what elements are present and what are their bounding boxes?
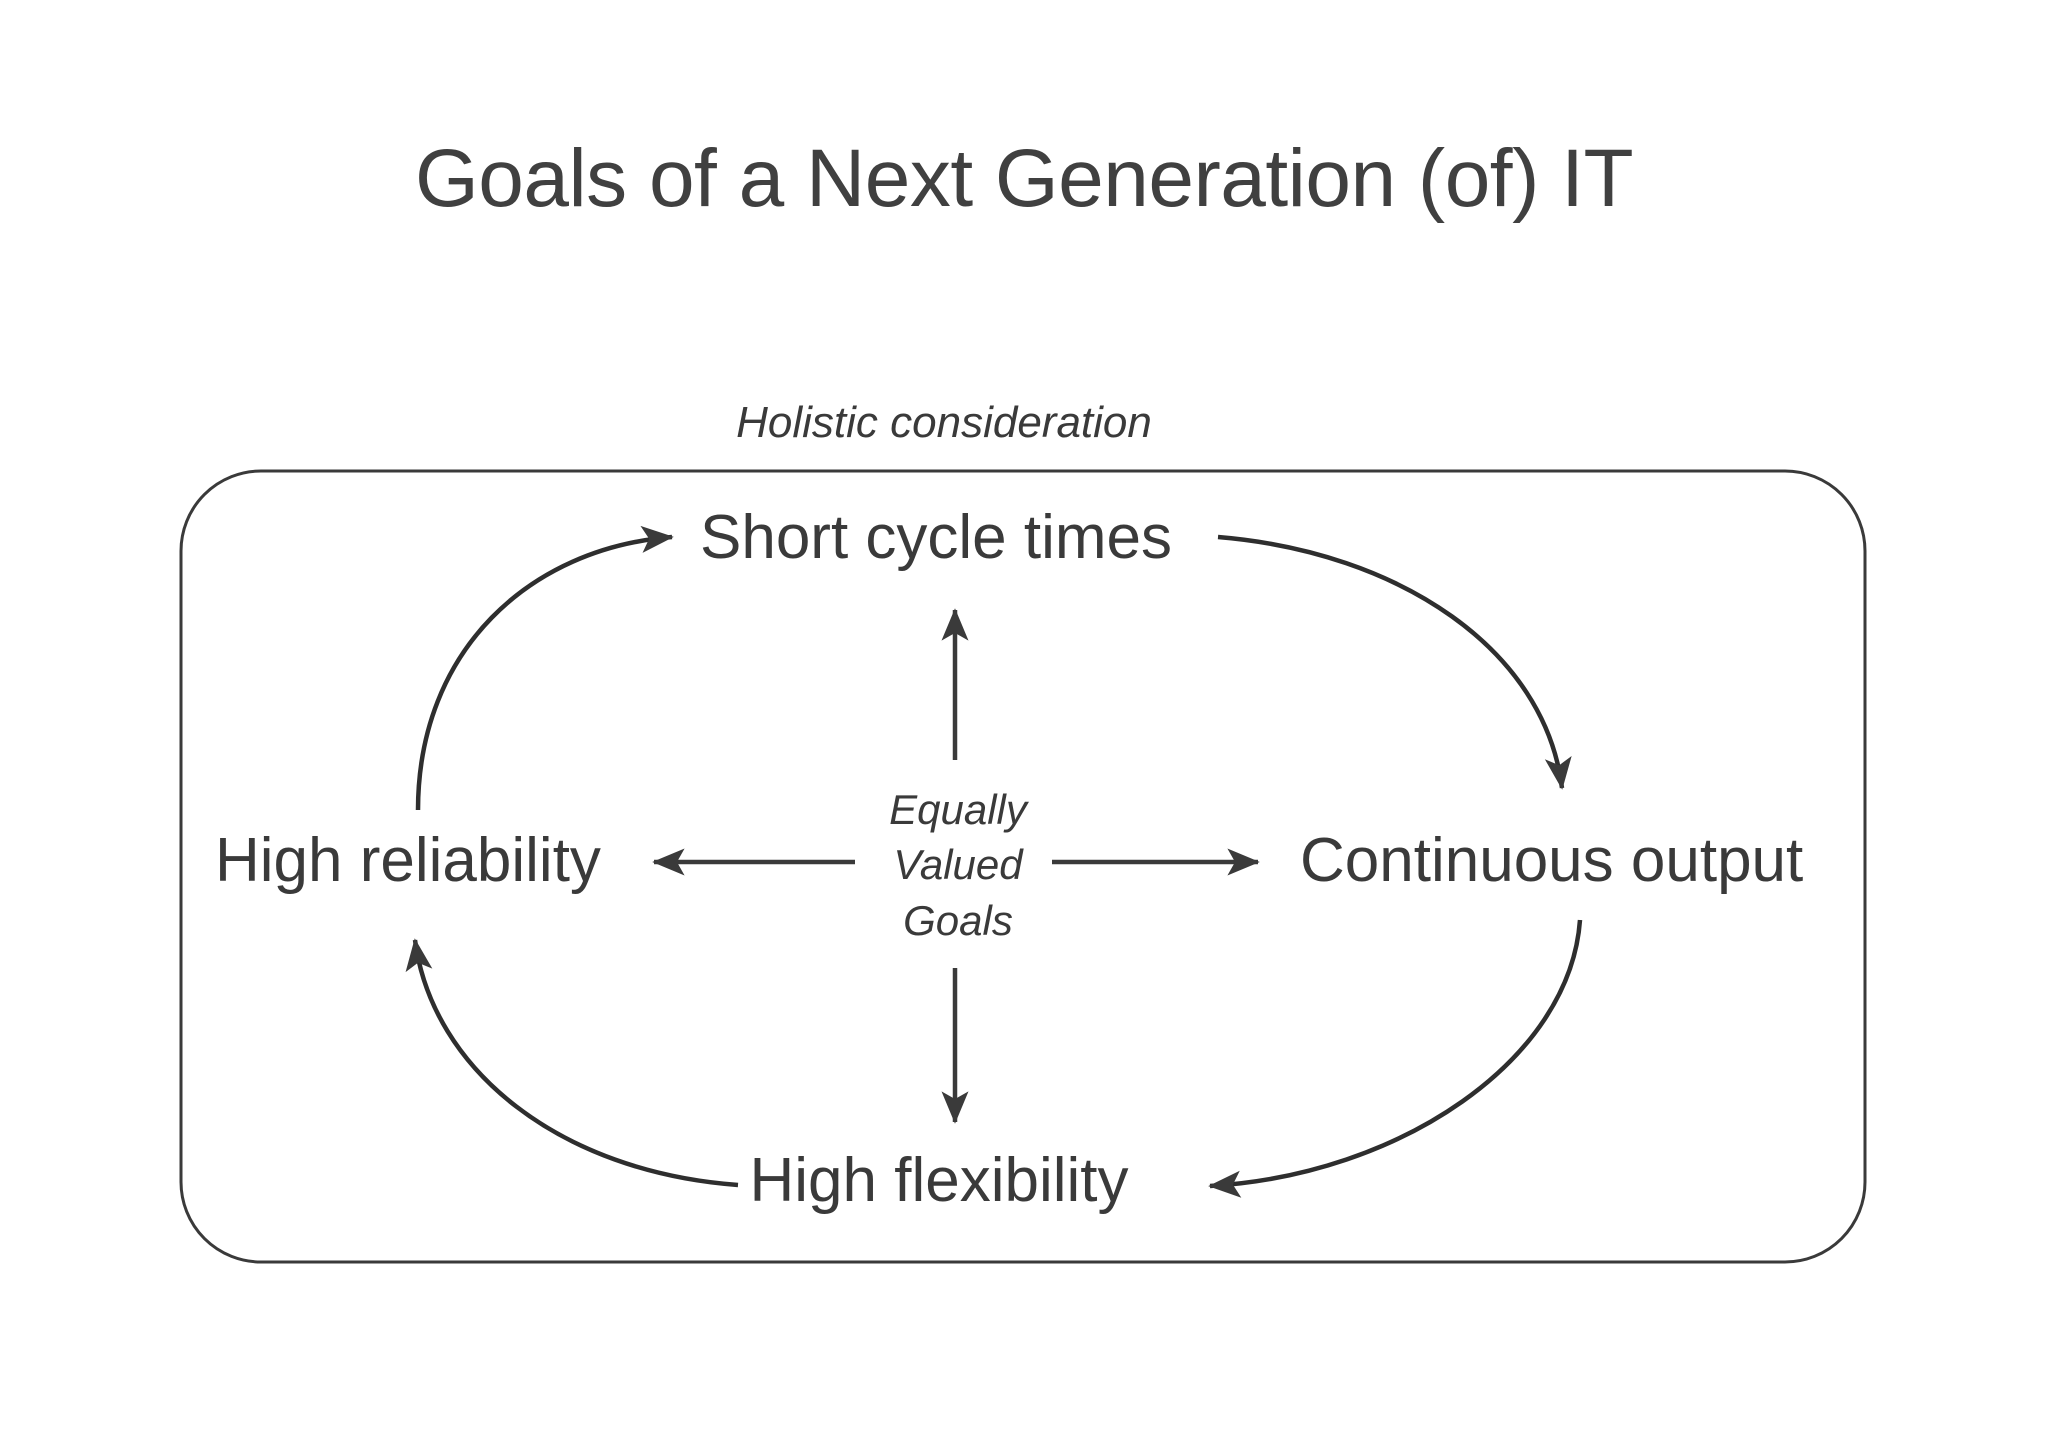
holistic-consideration-label: Holistic consideration bbox=[736, 398, 1152, 447]
center-label-line-3: Goals bbox=[903, 896, 1013, 944]
node-equally-valued-goals: Equally Valued Goals bbox=[838, 782, 1078, 948]
edge-continuous-output-to-high-flexibility bbox=[1208, 919, 1583, 1198]
center-label-line-1: Equally bbox=[889, 786, 1027, 833]
edge-high-flexibility-to-high-reliability bbox=[405, 938, 739, 1188]
center-label-line-2: Valued bbox=[893, 841, 1023, 889]
node-high-reliability: High reliability bbox=[215, 826, 601, 895]
node-high-flexibility: High flexibility bbox=[749, 1146, 1129, 1215]
edge-high-reliability-to-short-cycle-times bbox=[415, 525, 674, 811]
holistic-boundary-rect bbox=[179, 469, 1867, 1264]
page-title: Goals of a Next Generation (of) IT bbox=[414, 133, 1634, 224]
node-continuous-output: Continuous output bbox=[1300, 826, 1804, 895]
node-short-cycle-times: Short cycle times bbox=[699, 503, 1173, 572]
edge-short-cycle-times-to-continuous-output bbox=[1217, 534, 1572, 790]
